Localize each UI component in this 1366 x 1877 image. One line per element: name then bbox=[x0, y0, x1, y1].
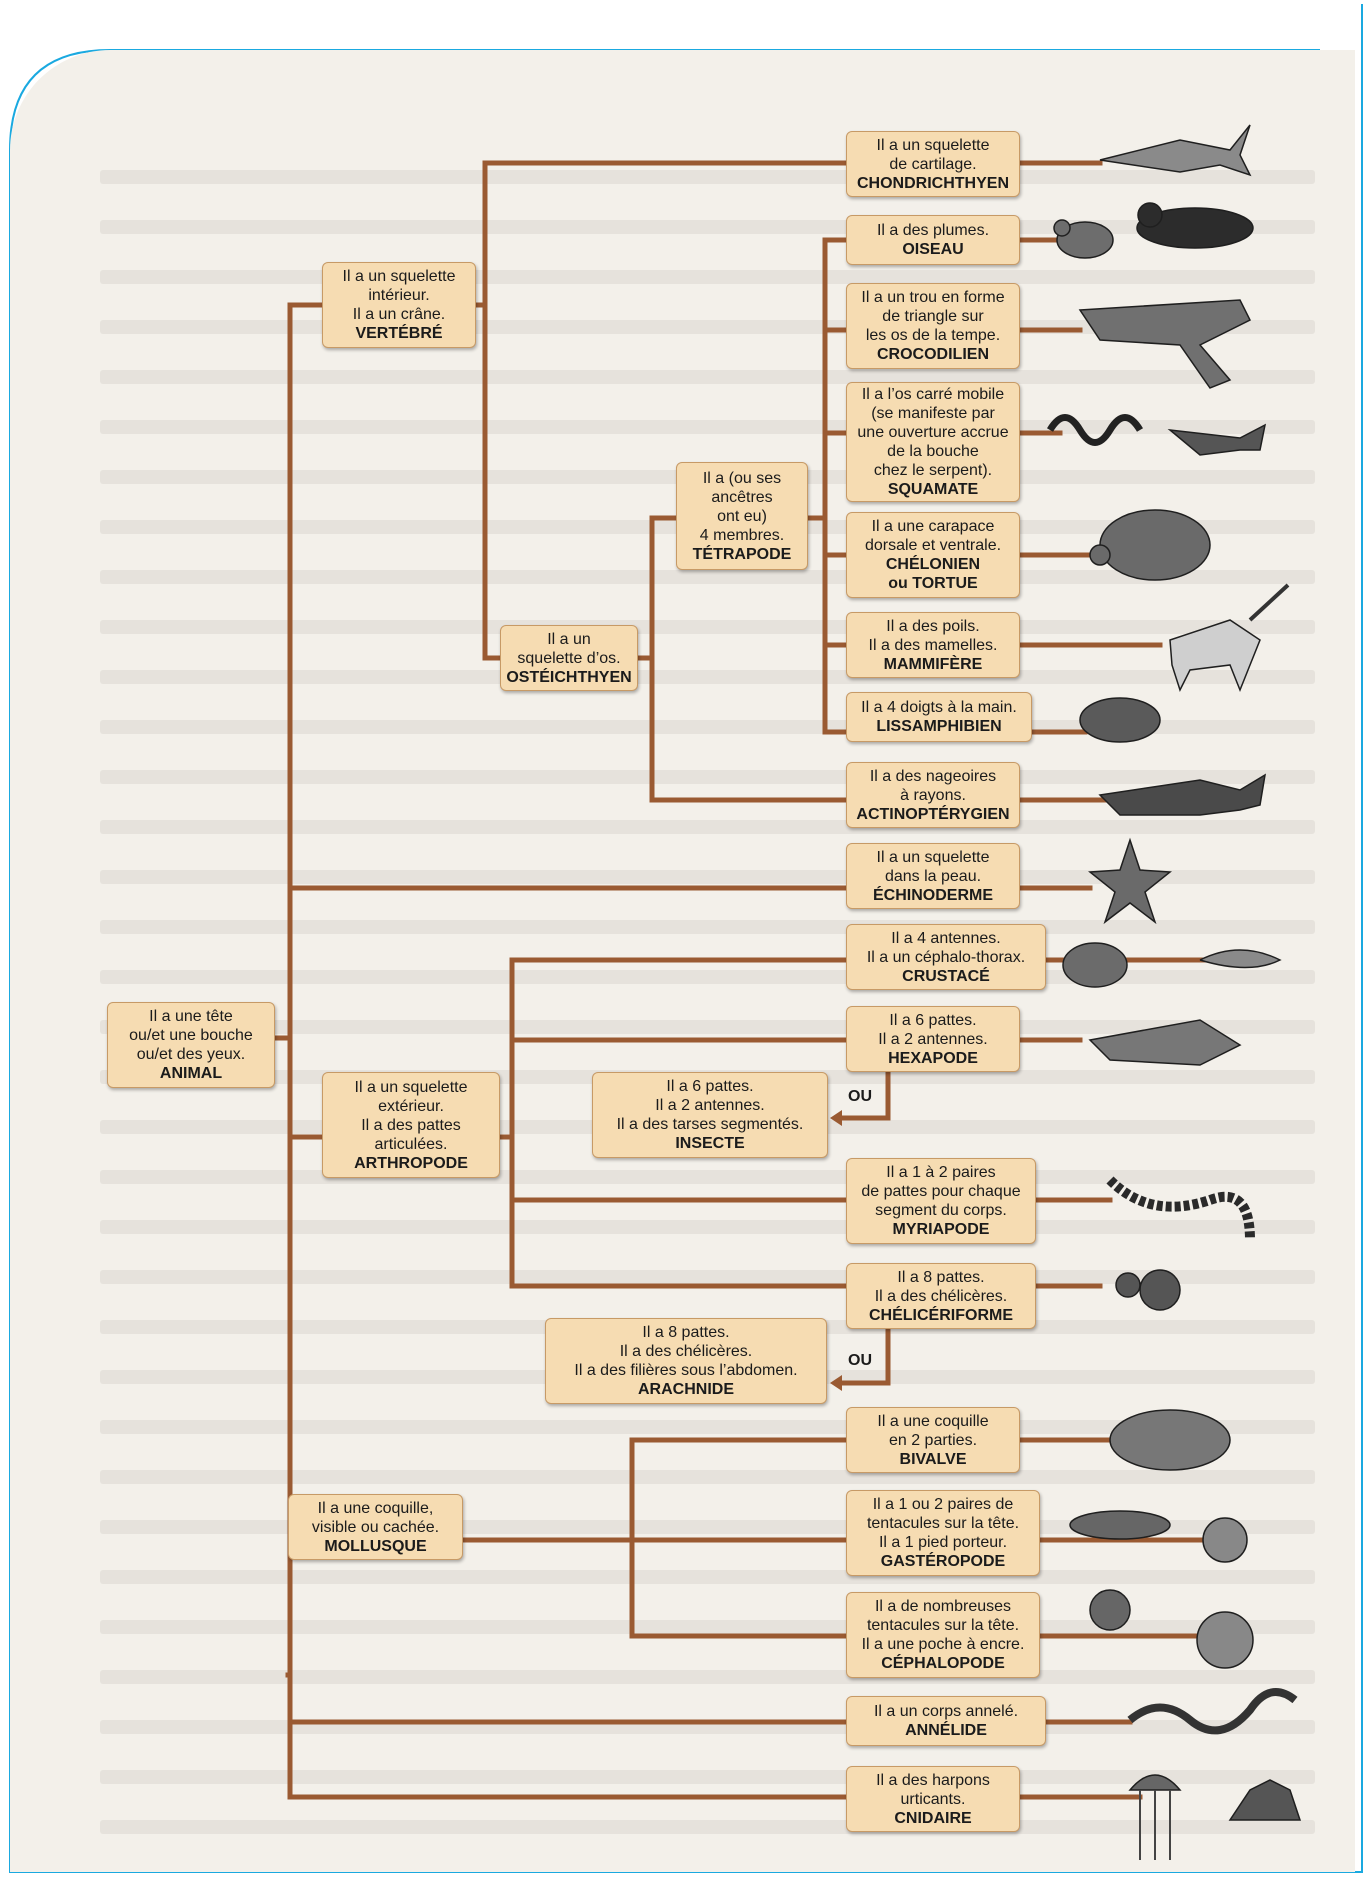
node-tetrapode: Il a (ou ses ancêtres ont eu) 4 membres.… bbox=[676, 462, 808, 570]
node-actinopterygien-text: Il a des nageoires à rayons. bbox=[870, 767, 996, 805]
node-osteichthyen-text: Il a un squelette d’os. bbox=[517, 630, 620, 668]
node-animal-name: ANIMAL bbox=[160, 1064, 222, 1083]
node-echinoderme: Il a un squelette dans la peau. ÉCHINODE… bbox=[846, 843, 1020, 909]
node-squamate: Il a l’os carré mobile (se manifeste par… bbox=[846, 382, 1020, 502]
node-mollusque: Il a une coquille, visible ou cachée. MO… bbox=[288, 1494, 463, 1560]
node-insecte-text: Il a 6 pattes. Il a 2 antennes. Il a des… bbox=[617, 1077, 804, 1134]
node-lissamphibien-name: LISSAMPHIBIEN bbox=[876, 717, 1001, 736]
node-gasteropode-text: Il a 1 ou 2 paires de tentacules sur la … bbox=[867, 1495, 1019, 1552]
node-annelide-name: ANNÉLIDE bbox=[905, 1721, 987, 1740]
node-arthropode: Il a un squelette extérieur. Il a des pa… bbox=[322, 1072, 500, 1178]
node-annelide-text: Il a un corps annelé. bbox=[874, 1702, 1018, 1721]
node-osteichthyen: Il a un squelette d’os. OSTÉICHTHYEN bbox=[500, 625, 638, 691]
node-bivalve: Il a une coquille en 2 parties. BIVALVE bbox=[846, 1407, 1020, 1473]
node-cnidaire: Il a des harpons urticants. CNIDAIRE bbox=[846, 1766, 1020, 1832]
node-myriapode: Il a 1 à 2 paires de pattes pour chaque … bbox=[846, 1158, 1036, 1244]
node-oiseau-name: OISEAU bbox=[902, 240, 963, 259]
node-crustace-name: CRUSTACÉ bbox=[902, 967, 990, 986]
node-bivalve-text: Il a une coquille en 2 parties. bbox=[877, 1412, 988, 1450]
node-chondrichthyen: Il a un squelette de cartilage. CHONDRIC… bbox=[846, 131, 1020, 197]
node-chelonien: Il a une carapace dorsale et ventrale. C… bbox=[846, 512, 1020, 598]
node-tetrapode-text: Il a (ou ses ancêtres ont eu) 4 membres. bbox=[700, 469, 784, 545]
node-arthropode-text: Il a un squelette extérieur. Il a des pa… bbox=[355, 1078, 468, 1154]
node-insecte: Il a 6 pattes. Il a 2 antennes. Il a des… bbox=[592, 1072, 828, 1158]
node-crustace-text: Il a 4 antennes. Il a un céphalo-thorax. bbox=[867, 929, 1025, 967]
node-oiseau: Il a des plumes. OISEAU bbox=[846, 215, 1020, 265]
node-hexapode: Il a 6 pattes. Il a 2 antennes. HEXAPODE bbox=[846, 1006, 1020, 1072]
node-cnidaire-name: CNIDAIRE bbox=[894, 1809, 971, 1828]
node-squamate-text: Il a l’os carré mobile (se manifeste par… bbox=[857, 385, 1008, 480]
node-cheliceriforme-text: Il a 8 pattes. Il a des chélicères. bbox=[875, 1268, 1008, 1306]
node-mammifere-name: MAMMIFÈRE bbox=[884, 655, 983, 674]
node-myriapode-name: MYRIAPODE bbox=[893, 1220, 990, 1239]
node-lissamphibien-text: Il a 4 doigts à la main. bbox=[861, 698, 1017, 717]
node-myriapode-text: Il a 1 à 2 paires de pattes pour chaque … bbox=[861, 1163, 1020, 1220]
node-animal: Il a une tête ou/et une bouche ou/et des… bbox=[107, 1002, 275, 1088]
node-mollusque-name: MOLLUSQUE bbox=[324, 1537, 426, 1556]
node-arachnide-text: Il a 8 pattes. Il a des chélicères. Il a… bbox=[574, 1323, 797, 1380]
node-cephalopode-name: CÉPHALOPODE bbox=[881, 1654, 1005, 1673]
node-animal-text: Il a une tête ou/et une bouche ou/et des… bbox=[129, 1007, 253, 1064]
node-gasteropode-name: GASTÉROPODE bbox=[881, 1552, 1005, 1571]
node-mollusque-text: Il a une coquille, visible ou cachée. bbox=[312, 1499, 439, 1537]
node-tetrapode-name: TÉTRAPODE bbox=[693, 545, 792, 564]
node-arachnide-name: ARACHNIDE bbox=[638, 1380, 734, 1399]
node-hexapode-name: HEXAPODE bbox=[888, 1049, 978, 1068]
node-chondrichthyen-name: CHONDRICHTHYEN bbox=[857, 174, 1009, 193]
node-crocodilien: Il a un trou en forme de triangle sur le… bbox=[846, 283, 1020, 369]
node-arthropode-name: ARTHROPODE bbox=[354, 1154, 468, 1173]
ou-label-insecte: OU bbox=[848, 1088, 872, 1106]
node-vertebre: Il a un squelette intérieur. Il a un crâ… bbox=[322, 262, 476, 348]
node-arachnide: Il a 8 pattes. Il a des chélicères. Il a… bbox=[545, 1318, 827, 1404]
node-insecte-name: INSECTE bbox=[675, 1134, 744, 1153]
node-mammifere-text: Il a des poils. Il a des mamelles. bbox=[869, 617, 998, 655]
node-cheliceriforme: Il a 8 pattes. Il a des chélicères. CHÉL… bbox=[846, 1263, 1036, 1329]
node-crocodilien-name: CROCODILIEN bbox=[877, 345, 989, 364]
node-squamate-name: SQUAMATE bbox=[888, 480, 978, 499]
node-actinopterygien-name: ACTINOPTÉRYGIEN bbox=[856, 805, 1009, 824]
ou-label-arachnide: OU bbox=[848, 1352, 872, 1370]
node-osteichthyen-name: OSTÉICHTHYEN bbox=[506, 668, 631, 687]
node-chelonien-name: CHÉLONIEN ou TORTUE bbox=[886, 555, 980, 593]
node-hexapode-text: Il a 6 pattes. Il a 2 antennes. bbox=[878, 1011, 987, 1049]
node-vertebre-text: Il a un squelette intérieur. Il a un crâ… bbox=[343, 267, 456, 324]
node-vertebre-name: VERTÉBRÉ bbox=[355, 324, 442, 343]
node-crustace: Il a 4 antennes. Il a un céphalo-thorax.… bbox=[846, 924, 1046, 990]
node-cephalopode-text: Il a de nombreuses tentacules sur la têt… bbox=[862, 1597, 1025, 1654]
node-gasteropode: Il a 1 ou 2 paires de tentacules sur la … bbox=[846, 1490, 1040, 1576]
node-crocodilien-text: Il a un trou en forme de triangle sur le… bbox=[861, 288, 1004, 345]
node-annelide: Il a un corps annelé. ANNÉLIDE bbox=[846, 1696, 1046, 1746]
node-bivalve-name: BIVALVE bbox=[900, 1450, 967, 1469]
node-mammifere: Il a des poils. Il a des mamelles. MAMMI… bbox=[846, 612, 1020, 678]
node-echinoderme-text: Il a un squelette dans la peau. bbox=[877, 848, 990, 886]
node-chondrichthyen-text: Il a un squelette de cartilage. bbox=[877, 136, 990, 174]
node-oiseau-text: Il a des plumes. bbox=[877, 221, 989, 240]
node-echinoderme-name: ÉCHINODERME bbox=[873, 886, 993, 905]
node-actinopterygien: Il a des nageoires à rayons. ACTINOPTÉRY… bbox=[846, 762, 1020, 828]
node-cnidaire-text: Il a des harpons urticants. bbox=[876, 1771, 990, 1809]
node-lissamphibien: Il a 4 doigts à la main. LISSAMPHIBIEN bbox=[846, 692, 1032, 742]
node-cephalopode: Il a de nombreuses tentacules sur la têt… bbox=[846, 1592, 1040, 1678]
node-cheliceriforme-name: CHÉLICÉRIFORME bbox=[869, 1306, 1013, 1325]
node-chelonien-text: Il a une carapace dorsale et ventrale. bbox=[865, 517, 1001, 555]
